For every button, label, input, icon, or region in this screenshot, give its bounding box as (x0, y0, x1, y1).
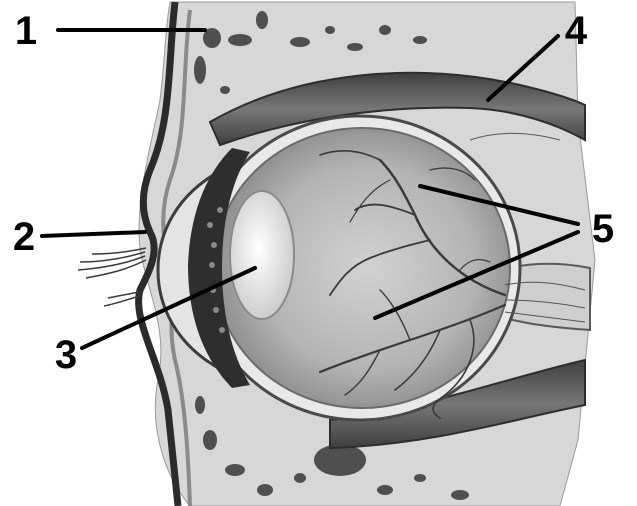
callout-label-1: 1 (15, 9, 37, 53)
callout-label-5: 5 (592, 207, 614, 251)
callout-label-3: 3 (55, 333, 77, 377)
leader-line-2 (42, 232, 145, 236)
lens (230, 191, 294, 319)
callout-label-4: 4 (565, 9, 588, 53)
callout-label-2: 2 (13, 215, 35, 259)
